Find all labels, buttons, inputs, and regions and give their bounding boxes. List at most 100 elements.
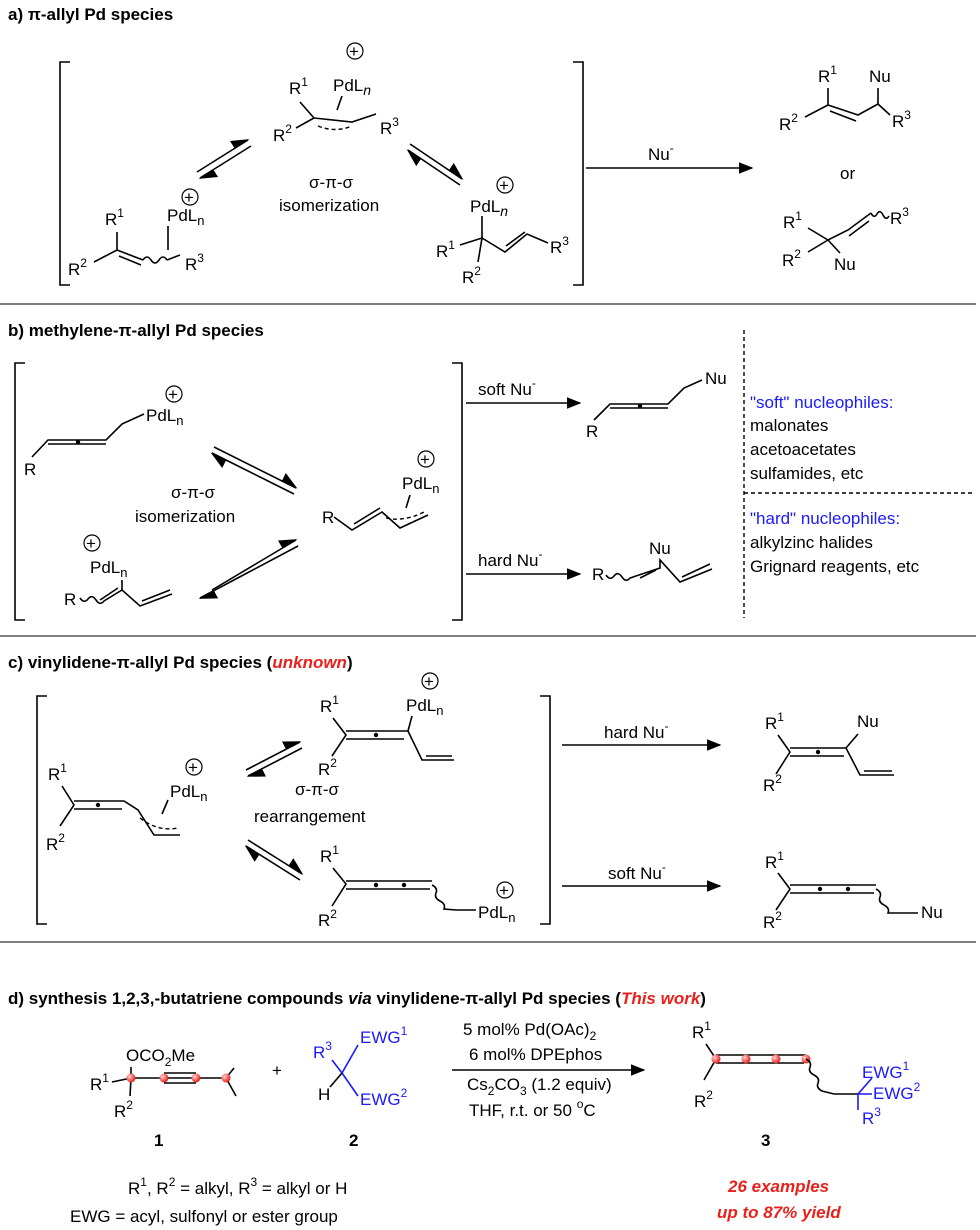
- svg-text:Nu: Nu: [869, 67, 891, 86]
- svg-text:R1: R1: [320, 843, 339, 866]
- product-a-bottom: R1 R3 R2 Nu: [782, 205, 909, 274]
- svg-text:R2: R2: [114, 1098, 133, 1121]
- pi-allyl-top: + R1 PdLn R2 R3: [273, 42, 399, 145]
- compound-2-label: 2: [349, 1131, 358, 1150]
- svg-text:R2: R2: [318, 756, 337, 779]
- vinylidene-pi-allyl: + PdLn R1 R2: [46, 758, 207, 854]
- svg-text:R1: R1: [783, 209, 802, 232]
- svg-text:PdLn: PdLn: [170, 782, 207, 804]
- section-d-title: d) synthesis 1,2,3,-butatriene compounds…: [8, 989, 706, 1008]
- svg-text:R: R: [586, 422, 598, 441]
- svg-text:6 mol% DPEphos: 6 mol% DPEphos: [469, 1045, 602, 1064]
- svg-text:PdLn: PdLn: [406, 696, 443, 718]
- product-c-bottom: R1 R2 Nu: [763, 849, 943, 932]
- section-a: a) π-allyl Pd species + R1 PdLn R2 R3 + …: [8, 5, 911, 287]
- svg-text:soft Nu-: soft Nu-: [478, 376, 536, 399]
- svg-text:PdLn: PdLn: [470, 197, 508, 219]
- svg-text:R: R: [64, 590, 76, 609]
- compound-3-label: 3: [761, 1131, 770, 1150]
- svg-text:R1: R1: [289, 75, 308, 98]
- section-c-title: c) vinylidene-π-allyl Pd species (unknow…: [8, 653, 353, 672]
- product-a-top: R1 Nu R2 R3: [779, 63, 911, 134]
- svg-text:PdLn: PdLn: [402, 474, 439, 496]
- svg-text:R3: R3: [862, 1105, 881, 1128]
- svg-text:Cs2CO3 (1.2 equiv): Cs2CO3 (1.2 equiv): [467, 1075, 612, 1098]
- svg-text:R1: R1: [765, 710, 784, 733]
- svg-text:"hard" nucleophiles:: "hard" nucleophiles:: [750, 509, 900, 528]
- equilibrium-arrows-b: [198, 446, 299, 599]
- svg-text:THF, r.t. or 50 oC: THF, r.t. or 50 oC: [469, 1097, 596, 1120]
- svg-text:R2: R2: [763, 772, 782, 795]
- svg-text:R3: R3: [185, 251, 204, 274]
- svg-text:+: +: [86, 534, 96, 553]
- svg-text:+: +: [499, 176, 509, 195]
- examples-count: 26 examples: [727, 1177, 829, 1196]
- svg-text:soft Nu-: soft Nu-: [608, 860, 666, 883]
- svg-text:R1: R1: [90, 1071, 109, 1094]
- svg-text:"soft" nucleophiles:: "soft" nucleophiles:: [750, 393, 893, 412]
- equilibrium-arrows-a: [196, 139, 464, 186]
- product-b-bottom: Nu R: [592, 539, 713, 584]
- svg-text:+: +: [424, 672, 434, 691]
- svg-text:R2: R2: [46, 831, 65, 854]
- svg-text:Nu: Nu: [857, 712, 879, 731]
- substituent-note: R1, R2 = alkyl, R3 = alkyl or H: [128, 1175, 347, 1198]
- svg-text:+: +: [168, 385, 178, 404]
- svg-text:PdLn: PdLn: [333, 76, 371, 98]
- compound-3: R1 R2 EWG1 EWG2 R3: [692, 1019, 921, 1128]
- dienyl-pd-c: + PdLn R1 R2: [318, 672, 454, 779]
- svg-text:PdLn: PdLn: [90, 558, 127, 580]
- svg-text:R: R: [592, 565, 604, 584]
- svg-text:R1: R1: [818, 63, 837, 86]
- svg-text:+: +: [188, 758, 198, 777]
- svg-text:PdLn: PdLn: [146, 406, 183, 428]
- svg-text:EWG2: EWG2: [360, 1086, 408, 1109]
- methylene-pi-allyl: + PdLn R: [322, 450, 439, 531]
- svg-text:σ-π-σ: σ-π-σ: [295, 780, 340, 799]
- svg-text:σ-π-σ: σ-π-σ: [309, 173, 354, 192]
- svg-text:isomerization: isomerization: [135, 507, 235, 526]
- sigma-allyl-right: + PdLn R1 R2 R3: [436, 176, 569, 287]
- svg-text:+: +: [349, 42, 359, 61]
- sigma-allyl-left: + R1 PdLn R2 R3: [68, 188, 204, 279]
- svg-text:alkylzinc halides: alkylzinc halides: [750, 533, 873, 552]
- svg-text:Nu: Nu: [705, 369, 727, 388]
- svg-text:R: R: [322, 508, 334, 527]
- svg-text:+: +: [420, 450, 430, 469]
- svg-text:+: +: [499, 881, 509, 900]
- svg-text:H: H: [318, 1085, 330, 1104]
- svg-text:sulfamides, etc: sulfamides, etc: [750, 464, 864, 483]
- svg-text:isomerization: isomerization: [279, 196, 379, 215]
- section-b-title: b) methylene-π-allyl Pd species: [8, 321, 264, 340]
- svg-text:σ-π-σ: σ-π-σ: [171, 483, 216, 502]
- svg-text:PdLn: PdLn: [478, 903, 515, 925]
- compound-2: R3 EWG1 H EWG2: [313, 1024, 408, 1109]
- svg-text:5 mol% Pd(OAc)2: 5 mol% Pd(OAc)2: [463, 1020, 597, 1043]
- section-a-title: a) π-allyl Pd species: [8, 5, 173, 24]
- bracket-right: [573, 61, 584, 286]
- svg-text:R2: R2: [763, 909, 782, 932]
- svg-text:R1: R1: [105, 206, 124, 229]
- svg-text:R2: R2: [273, 122, 292, 145]
- pentatrienyl-pd-c: + PdLn R1 R2: [318, 843, 515, 930]
- compound-1: OCO2Me R1 R2: [90, 1046, 237, 1121]
- svg-text:R1: R1: [436, 238, 455, 261]
- svg-text:R2: R2: [694, 1088, 713, 1111]
- svg-text:or: or: [840, 164, 855, 183]
- section-b: b) methylene-π-allyl Pd species + PdLn R…: [8, 321, 975, 621]
- svg-text:R2: R2: [318, 907, 337, 930]
- svg-text:Nu: Nu: [921, 903, 943, 922]
- plus-charge-icon: [346, 42, 364, 60]
- svg-text:Nu: Nu: [649, 539, 671, 558]
- product-b-top: R Nu: [586, 369, 727, 441]
- svg-text:EWG1: EWG1: [862, 1059, 910, 1082]
- svg-text:EWG2: EWG2: [873, 1080, 921, 1103]
- svg-text:+: +: [184, 188, 194, 207]
- svg-text:rearrangement: rearrangement: [254, 807, 366, 826]
- svg-text:R2: R2: [782, 247, 801, 270]
- svg-text:R2: R2: [462, 264, 481, 287]
- section-c: c) vinylidene-π-allyl Pd species (unknow…: [8, 653, 943, 932]
- svg-text:OCO2Me: OCO2Me: [126, 1046, 195, 1069]
- svg-text:R3: R3: [892, 108, 911, 131]
